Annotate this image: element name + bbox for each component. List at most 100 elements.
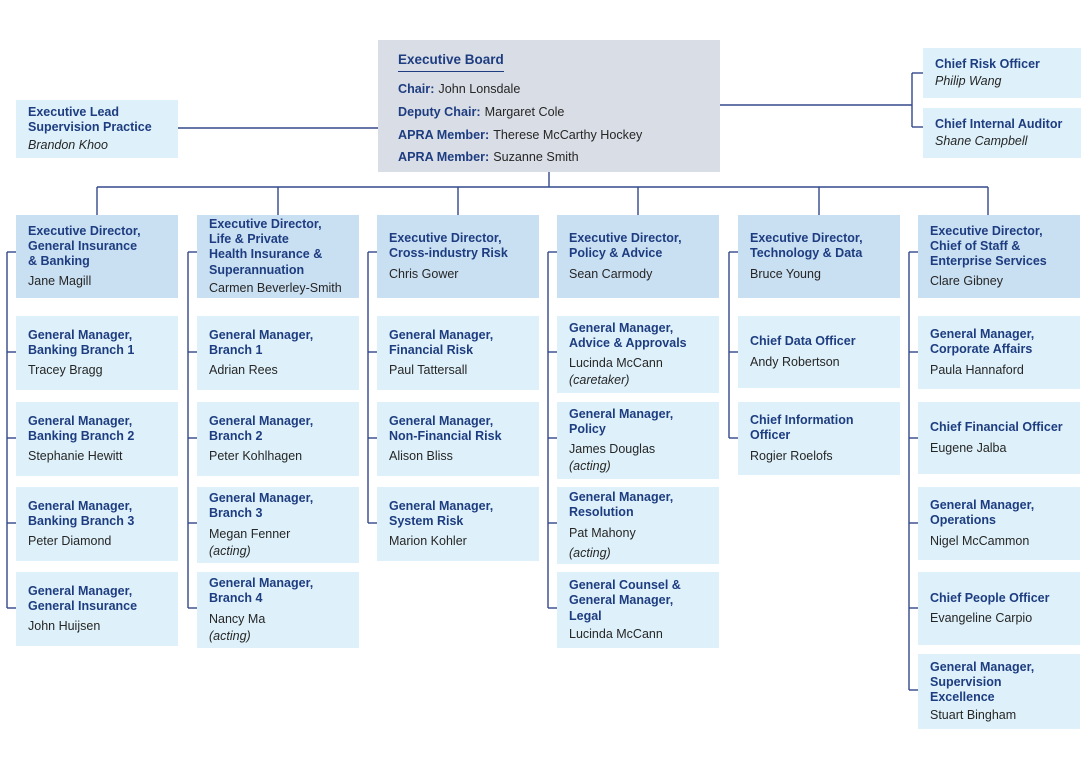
box-general-counsel-gm-legal: General Counsel & General Manager, Legal… <box>557 572 719 648</box>
box-gm-banking-branch-3: General Manager, Banking Branch 3 Peter … <box>16 487 178 561</box>
box-ed-chief-of-staff-enterprise-services: Executive Director, Chief of Staff & Ent… <box>918 215 1080 298</box>
role-title: Executive Lead Supervision Practice <box>28 105 152 135</box>
board-member-row: APRA Member:Suzanne Smith <box>398 150 700 166</box>
box-ed-technology-data: Executive Director, Technology & Data Br… <box>738 215 900 298</box>
role-title: Executive Director, Cross-industry Risk <box>389 231 508 261</box>
box-gm-advice-approvals: General Manager, Advice & Approvals Luci… <box>557 316 719 393</box>
box-gm-policy: General Manager, Policy James Douglas (a… <box>557 402 719 479</box>
role-title: General Manager, Banking Branch 3 <box>28 498 135 528</box>
box-gm-banking-branch-2: General Manager, Banking Branch 2 Stepha… <box>16 402 178 476</box>
box-chief-risk-officer: Chief Risk Officer Philip Wang <box>923 48 1081 98</box>
person-name: Shane Campbell <box>935 134 1028 148</box>
person-name: Megan Fenner <box>209 526 291 541</box>
person-name: James Douglas <box>569 442 656 456</box>
role-title: General Manager, Branch 2 <box>209 413 314 443</box>
person-name: Andy Robertson <box>750 354 840 369</box>
person-name: Lucinda McCann <box>569 356 663 370</box>
person-name: Chris Gower <box>389 266 459 281</box>
box-ed-cross-industry-risk: Executive Director, Cross-industry Risk … <box>377 215 539 298</box>
role-title: Executive Director, General Insurance & … <box>28 223 141 269</box>
person-name: Nigel McCammon <box>930 533 1030 548</box>
box-gm-branch-4: General Manager, Branch 4 Nancy Ma (acti… <box>197 572 359 648</box>
role-title: General Manager, Policy <box>569 406 674 436</box>
role-title: General Manager, Banking Branch 2 <box>28 413 135 443</box>
person-name: Clare Gibney <box>930 274 1003 289</box>
person-name: Tracey Bragg <box>28 363 103 378</box>
person-name: Paula Hannaford <box>930 362 1024 377</box>
box-gm-general-insurance: General Manager, General Insurance John … <box>16 572 178 646</box>
person-name: Philip Wang <box>935 74 1002 88</box>
box-chief-people-officer: Chief People Officer Evangeline Carpio <box>918 572 1080 645</box>
role-title: General Manager, General Insurance <box>28 583 138 613</box>
role-title: General Manager, Branch 1 <box>209 327 314 357</box>
person-name: Sean Carmody <box>569 266 653 281</box>
box-ed-life-private-health-super: Executive Director, Life & Private Healt… <box>197 215 359 298</box>
box-gm-non-financial-risk: General Manager, Non-Financial Risk Alis… <box>377 402 539 476</box>
role-qualifier: (acting) <box>569 459 611 474</box>
role-title: General Manager, Branch 4 <box>209 576 314 606</box>
person-name: Stephanie Hewitt <box>28 449 123 464</box>
board-member-row: Deputy Chair:Margaret Cole <box>398 105 700 121</box>
box-chief-financial-officer: Chief Financial Officer Eugene Jalba <box>918 402 1080 474</box>
role-title: General Manager, Non-Financial Risk <box>389 413 502 443</box>
box-gm-branch-2: General Manager, Branch 2 Peter Kohlhage… <box>197 402 359 476</box>
role-title: Chief Information Officer <box>750 413 854 443</box>
role-title: Chief People Officer <box>930 590 1050 605</box>
person-name: Stuart Bingham <box>930 708 1017 723</box>
person-name: Jane Magill <box>28 274 92 289</box>
role-title: Chief Data Officer <box>750 334 856 349</box>
person-name: Eugene Jalba <box>930 440 1007 455</box>
box-chief-information-officer: Chief Information Officer Rogier Roelofs <box>738 402 900 475</box>
person-name: Lucinda McCann <box>569 626 663 641</box>
role-title: Executive Director, Policy & Advice <box>569 231 682 261</box>
role-qualifier: (acting) <box>209 628 251 643</box>
person-name: Rogier Roelofs <box>750 448 833 463</box>
person-name: Carmen Beverley-Smith <box>209 280 342 295</box>
person-name: John Lonsdale <box>438 82 521 97</box>
role-title: General Manager, Corporate Affairs <box>930 327 1035 357</box>
person-name: Suzanne Smith <box>493 150 579 165</box>
role-title: General Manager, Banking Branch 1 <box>28 327 135 357</box>
person-name: Paul Tattersall <box>389 363 468 378</box>
person-name: Alison Bliss <box>389 449 453 464</box>
box-chief-internal-auditor: Chief Internal Auditor Shane Campbell <box>923 108 1081 158</box>
person-name: Nancy Ma <box>209 611 266 626</box>
role-title: Chief Financial Officer <box>930 420 1063 435</box>
member-role-label: APRA Member: <box>398 150 490 165</box>
box-gm-operations: General Manager, Operations Nigel McCamm… <box>918 487 1080 560</box>
box-gm-corporate-affairs: General Manager, Corporate Affairs Paula… <box>918 316 1080 389</box>
role-title: General Manager, Operations <box>930 498 1035 528</box>
box-gm-branch-3: General Manager, Branch 3 Megan Fenner (… <box>197 487 359 563</box>
role-title: Executive Director, Technology & Data <box>750 231 863 261</box>
person-name: John Huijsen <box>28 619 101 634</box>
person-name: Brandon Khoo <box>28 137 108 152</box>
role-title: General Manager, Resolution <box>569 490 674 520</box>
role-qualifier: (caretaker) <box>569 373 630 388</box>
board-member-row: APRA Member:Therese McCarthy Hockey <box>398 128 700 144</box>
box-gm-supervision-excellence: General Manager, Supervision Excellence … <box>918 654 1080 729</box>
member-role-label: APRA Member: <box>398 127 490 142</box>
box-gm-system-risk: General Manager, System Risk Marion Kohl… <box>377 487 539 561</box>
board-member-row: Chair:John Lonsdale <box>398 82 700 98</box>
role-qualifier: (acting) <box>209 543 251 558</box>
box-executive-board: Executive Board Chair:John Lonsdale Depu… <box>378 40 720 172</box>
box-executive-lead-supervision-practice: Executive Lead Supervision Practice Bran… <box>16 100 178 158</box>
box-ed-general-insurance-banking: Executive Director, General Insurance & … <box>16 215 178 298</box>
person-name: Pat Mahony <box>569 525 636 540</box>
role-title: General Counsel & General Manager, Legal <box>569 578 681 623</box>
board-title: Executive Board <box>398 52 504 73</box>
person-name: Peter Kohlhagen <box>209 449 303 464</box>
member-role-label: Deputy Chair: <box>398 104 481 119</box>
role-title: Executive Director, Life & Private Healt… <box>209 216 323 277</box>
role-title: General Manager, Supervision Excellence <box>930 659 1035 705</box>
role-title: Chief Internal Auditor <box>935 116 1063 131</box>
role-title: General Manager, System Risk <box>389 498 494 528</box>
box-gm-banking-branch-1: General Manager, Banking Branch 1 Tracey… <box>16 316 178 390</box>
box-ed-policy-advice: Executive Director, Policy & Advice Sean… <box>557 215 719 298</box>
role-title: Executive Director, Chief of Staff & Ent… <box>930 223 1047 269</box>
member-role-label: Chair: <box>398 82 435 97</box>
role-title: General Manager, Financial Risk <box>389 327 494 357</box>
box-chief-data-officer: Chief Data Officer Andy Robertson <box>738 316 900 388</box>
